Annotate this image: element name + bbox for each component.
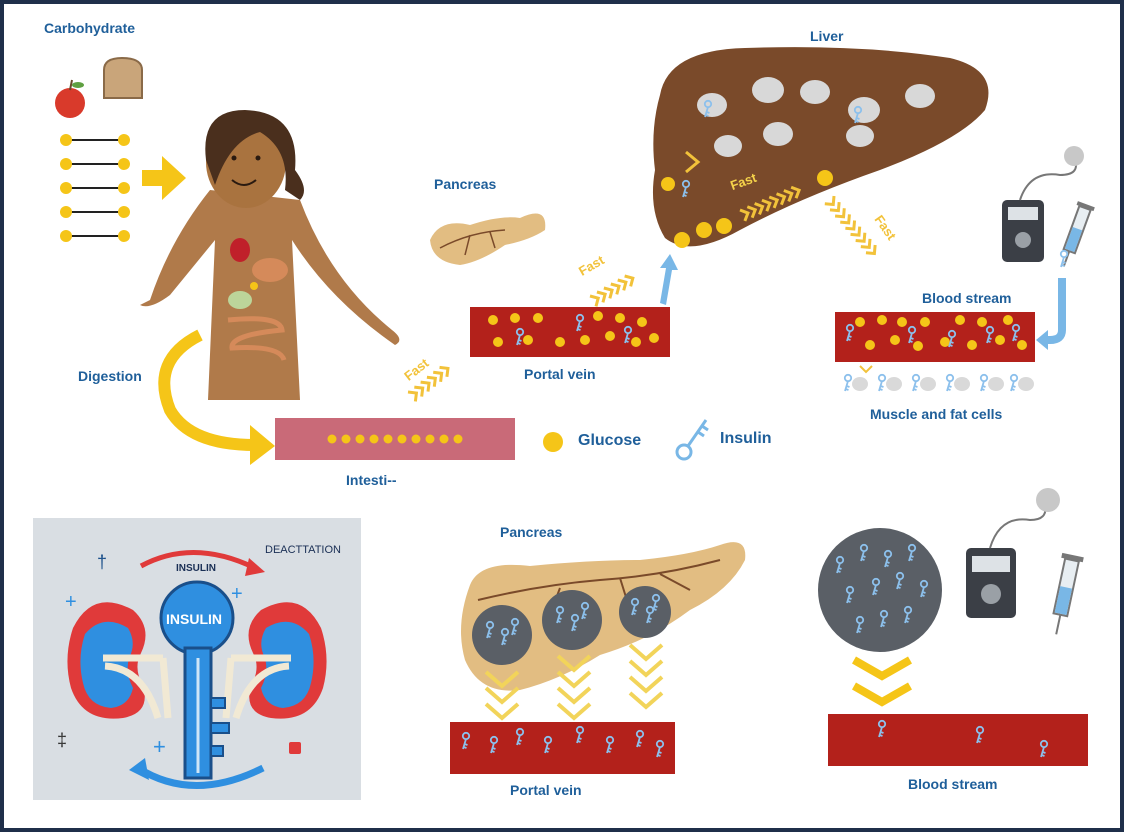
- blood-stream-bottom-bar: [828, 714, 1088, 766]
- fast-chevrons-2: [590, 273, 636, 306]
- insulin-key-label: INSULIN: [166, 611, 222, 627]
- svg-text:+: +: [153, 734, 166, 759]
- pump-arrowhead-icon: [1036, 330, 1048, 350]
- inset-graphics: + + † + ‡: [33, 518, 361, 800]
- pancreas-label: Pancreas: [434, 176, 496, 192]
- blood-stream-label: Blood stream: [922, 290, 1011, 306]
- digestion-label: Digestion: [78, 368, 142, 384]
- right-kidney-icon: [226, 602, 327, 718]
- insulin-legend-icon: [677, 420, 708, 459]
- insulin-pump-bottom-icon: [966, 488, 1060, 618]
- portal-vein-bottom-bar: [450, 722, 675, 774]
- muscle-fat-cells-label: Muscle and fat cells: [870, 406, 1002, 422]
- fast-chevrons-4: [825, 196, 879, 257]
- intestine-label: Intesti‐‐: [346, 472, 397, 488]
- svg-text:+: +: [231, 583, 243, 605]
- glucose-legend-label: Glucose: [578, 432, 641, 450]
- blood-stream-bottom-label: Blood stream: [908, 776, 997, 792]
- pancreas-large-icon: [461, 542, 745, 690]
- carbohydrate-label: Carbohydrate: [44, 20, 135, 36]
- liver-label: Liver: [810, 28, 843, 44]
- deactivation-label: DEACTTATION: [265, 544, 341, 556]
- insulin-arc-label: INSULIN: [176, 563, 216, 574]
- liver-icon: [653, 47, 989, 248]
- apple-icon: [55, 80, 85, 118]
- insulin-reservoir-icon: [818, 528, 942, 652]
- portal-vein-bar: [470, 307, 670, 357]
- intake-arrow-icon: [142, 156, 186, 200]
- pancreas-icon: [430, 214, 545, 265]
- portal-vein-bottom-label: Portal vein: [510, 782, 582, 798]
- svg-text:‡: ‡: [57, 730, 67, 750]
- svg-text:†: †: [97, 552, 107, 572]
- syringe-bottom-icon: [1045, 553, 1083, 637]
- muscle-fat-cells-icon: [845, 366, 1034, 391]
- intestine-bar: [275, 418, 515, 460]
- pancreas-bottom-label: Pancreas: [500, 524, 562, 540]
- digestion-arrowhead-icon: [250, 425, 275, 465]
- svg-text:+: +: [65, 591, 77, 613]
- glucose-chain-icon: [60, 134, 130, 242]
- bread-icon: [104, 58, 142, 98]
- portal-vein-label: Portal vein: [524, 366, 596, 382]
- kidney-insulin-inset: + + † + ‡ DEACTTATION INSULIN INSULIN: [33, 518, 361, 800]
- reservoir-chevrons: [854, 660, 910, 702]
- syringe-icon: [1055, 201, 1094, 269]
- up-arrow-icon: [660, 254, 678, 305]
- insulin-legend-label: Insulin: [720, 430, 772, 448]
- glucose-legend-icon: [543, 432, 563, 452]
- left-kidney-icon: [67, 602, 168, 718]
